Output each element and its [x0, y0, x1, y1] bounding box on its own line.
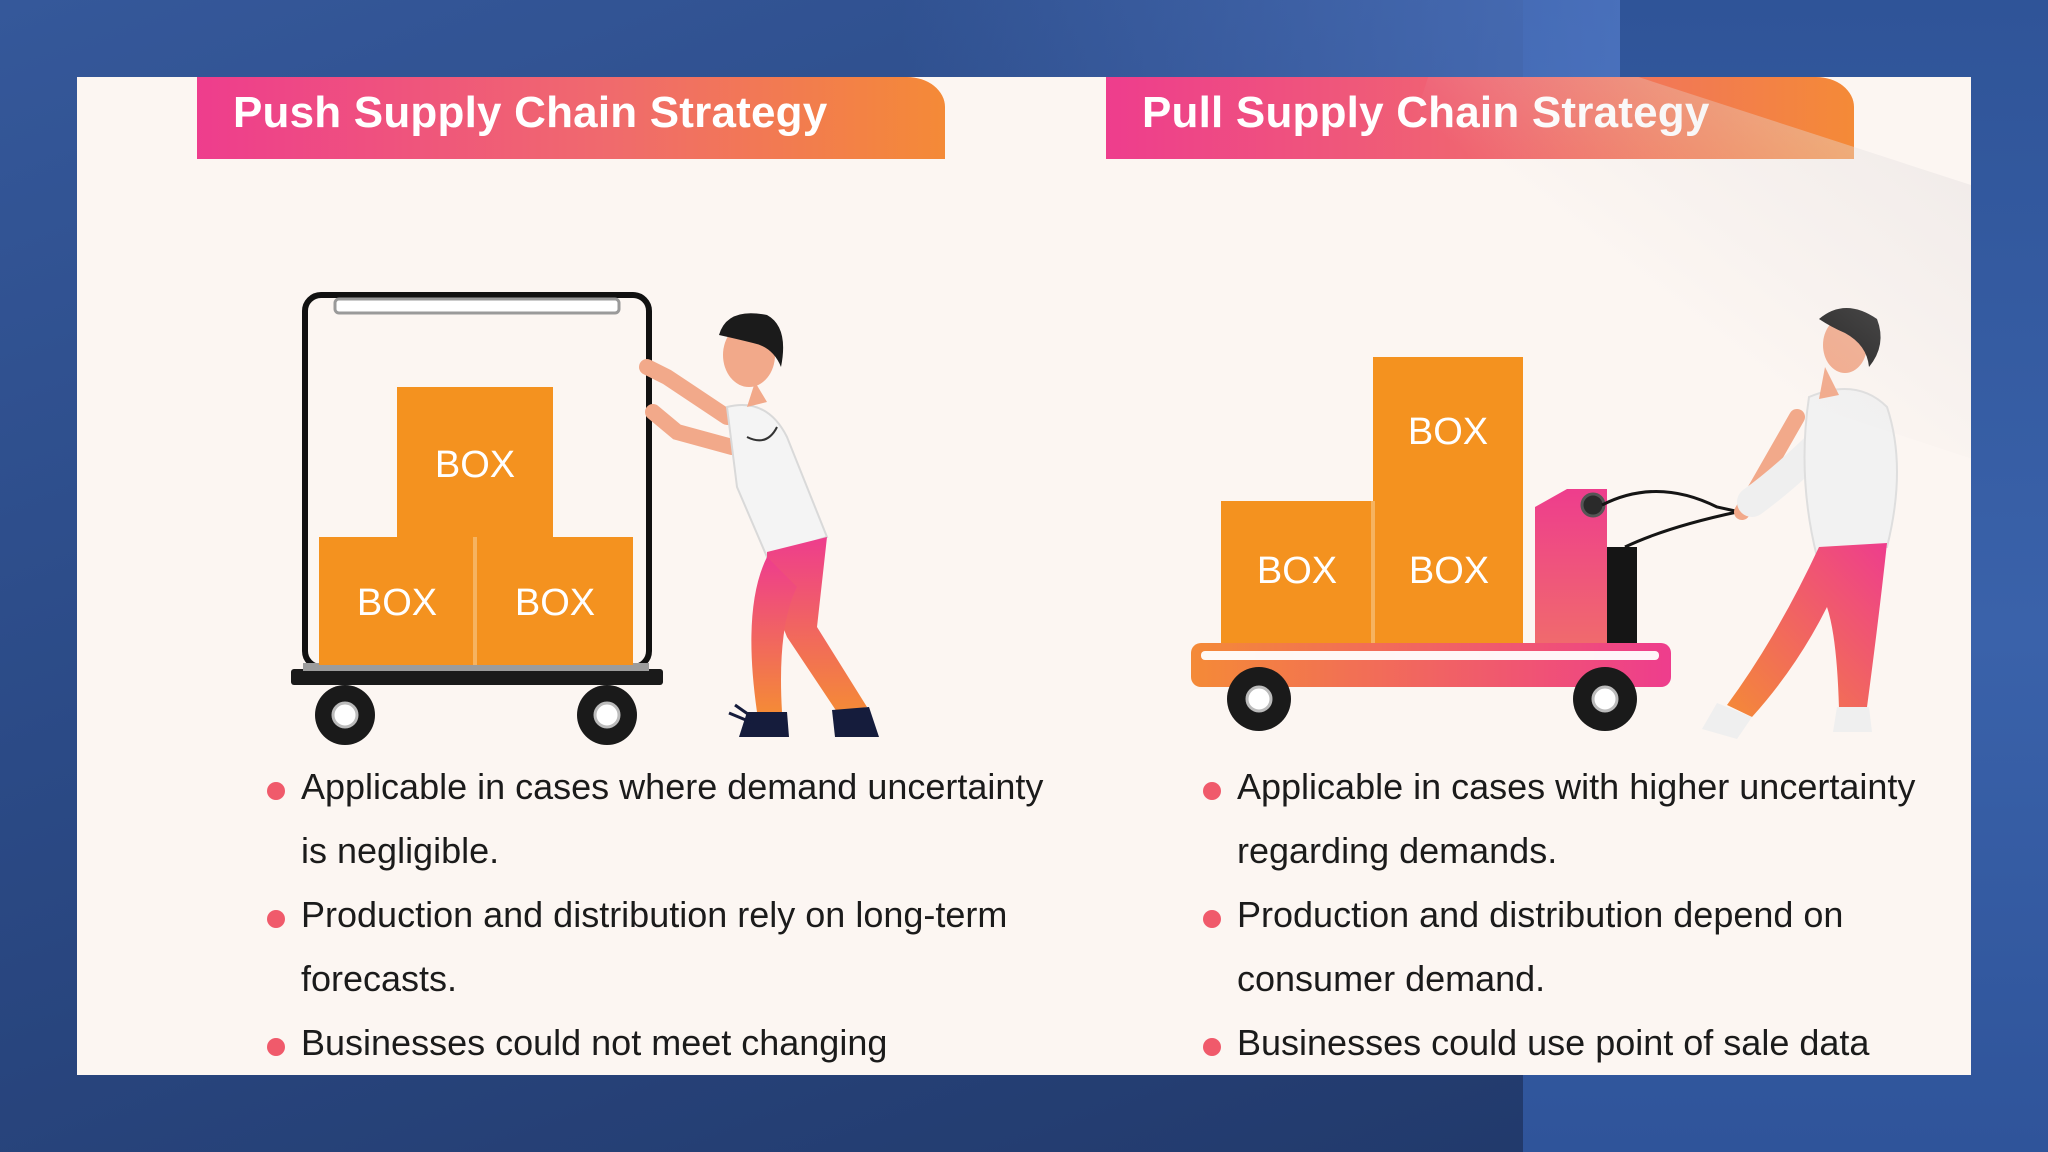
pull-box-top: BOX	[1373, 357, 1523, 501]
bullet-icon	[267, 910, 285, 928]
infographic-card: Push Supply Chain Strategy Pull Supply C…	[77, 77, 1971, 1075]
push-box-bottom-left-label: BOX	[357, 582, 437, 624]
pallet-jack-motor	[1535, 489, 1607, 643]
pull-bullet-text: Production and distribution depend on co…	[1237, 894, 1844, 999]
bullet-icon	[1203, 910, 1221, 928]
pallet-wheel-left	[1227, 667, 1291, 731]
bullet-icon	[1203, 782, 1221, 800]
push-box-bottom-right: BOX	[477, 537, 633, 665]
pallet-wheel-right	[1573, 667, 1637, 731]
background-glow	[900, 0, 1620, 80]
pull-illustration: BOX BOX BOX	[1191, 308, 1898, 739]
pull-box-top-label: BOX	[1408, 411, 1488, 453]
push-title-banner: Push Supply Chain Strategy	[197, 77, 945, 159]
push-person	[639, 313, 879, 737]
pull-person	[1702, 308, 1898, 739]
push-bullet-text: Applicable in cases where demand uncerta…	[301, 766, 1044, 871]
pull-box-bottom-right-label: BOX	[1409, 550, 1489, 592]
pull-bullet-text: Businesses could use point of sale data	[1237, 1022, 1870, 1063]
pull-title-banner: Pull Supply Chain Strategy	[1106, 77, 1854, 159]
push-shoe-left	[739, 712, 789, 737]
cart-wheel-right	[577, 685, 637, 745]
list-item: Businesses could use point of sale data	[1161, 1011, 1971, 1075]
push-cart	[291, 292, 663, 745]
bullet-icon	[1203, 1038, 1221, 1056]
push-bullet-text: Production and distribution rely on long…	[301, 894, 1008, 999]
push-box-top: BOX	[397, 387, 553, 537]
pull-box-bottom-left: BOX	[1221, 501, 1375, 643]
bullet-icon	[267, 782, 285, 800]
pull-box-bottom-left-label: BOX	[1257, 550, 1337, 592]
pull-shoe-right	[1833, 707, 1872, 732]
push-box-bottom-right-label: BOX	[515, 582, 595, 624]
list-item: Applicable in cases with higher uncertai…	[1161, 755, 1971, 883]
push-bullet-list: Applicable in cases where demand uncerta…	[225, 755, 1055, 1075]
pull-bullet-text: Applicable in cases with higher uncertai…	[1237, 766, 1916, 871]
bullet-icon	[267, 1038, 285, 1056]
pallet-jack	[1191, 489, 1741, 731]
push-bullet-text: Businesses could not meet changing	[301, 1022, 888, 1063]
list-item: Applicable in cases where demand uncerta…	[225, 755, 1055, 883]
cart-handle-bar	[333, 297, 621, 315]
pull-box-bottom-right: BOX	[1375, 501, 1523, 643]
pull-bullet-list: Applicable in cases with higher uncertai…	[1161, 755, 1971, 1075]
list-item: Production and distribution rely on long…	[225, 883, 1055, 1011]
cart-wheel-left	[315, 685, 375, 745]
push-box-top-label: BOX	[435, 444, 515, 486]
push-illustration: BOX BOX BOX	[291, 292, 879, 745]
list-item: Businesses could not meet changing	[225, 1011, 1055, 1075]
list-item: Production and distribution depend on co…	[1161, 883, 1971, 1011]
push-box-bottom-left: BOX	[319, 537, 477, 665]
cart-base	[291, 669, 663, 685]
pull-shoe-left	[1702, 703, 1752, 739]
push-shoe-right	[832, 707, 879, 737]
pallet-jack-column	[1607, 547, 1637, 643]
pull-title: Pull Supply Chain Strategy	[1142, 88, 1710, 137]
cart-deck	[303, 663, 649, 671]
push-title: Push Supply Chain Strategy	[233, 88, 828, 137]
